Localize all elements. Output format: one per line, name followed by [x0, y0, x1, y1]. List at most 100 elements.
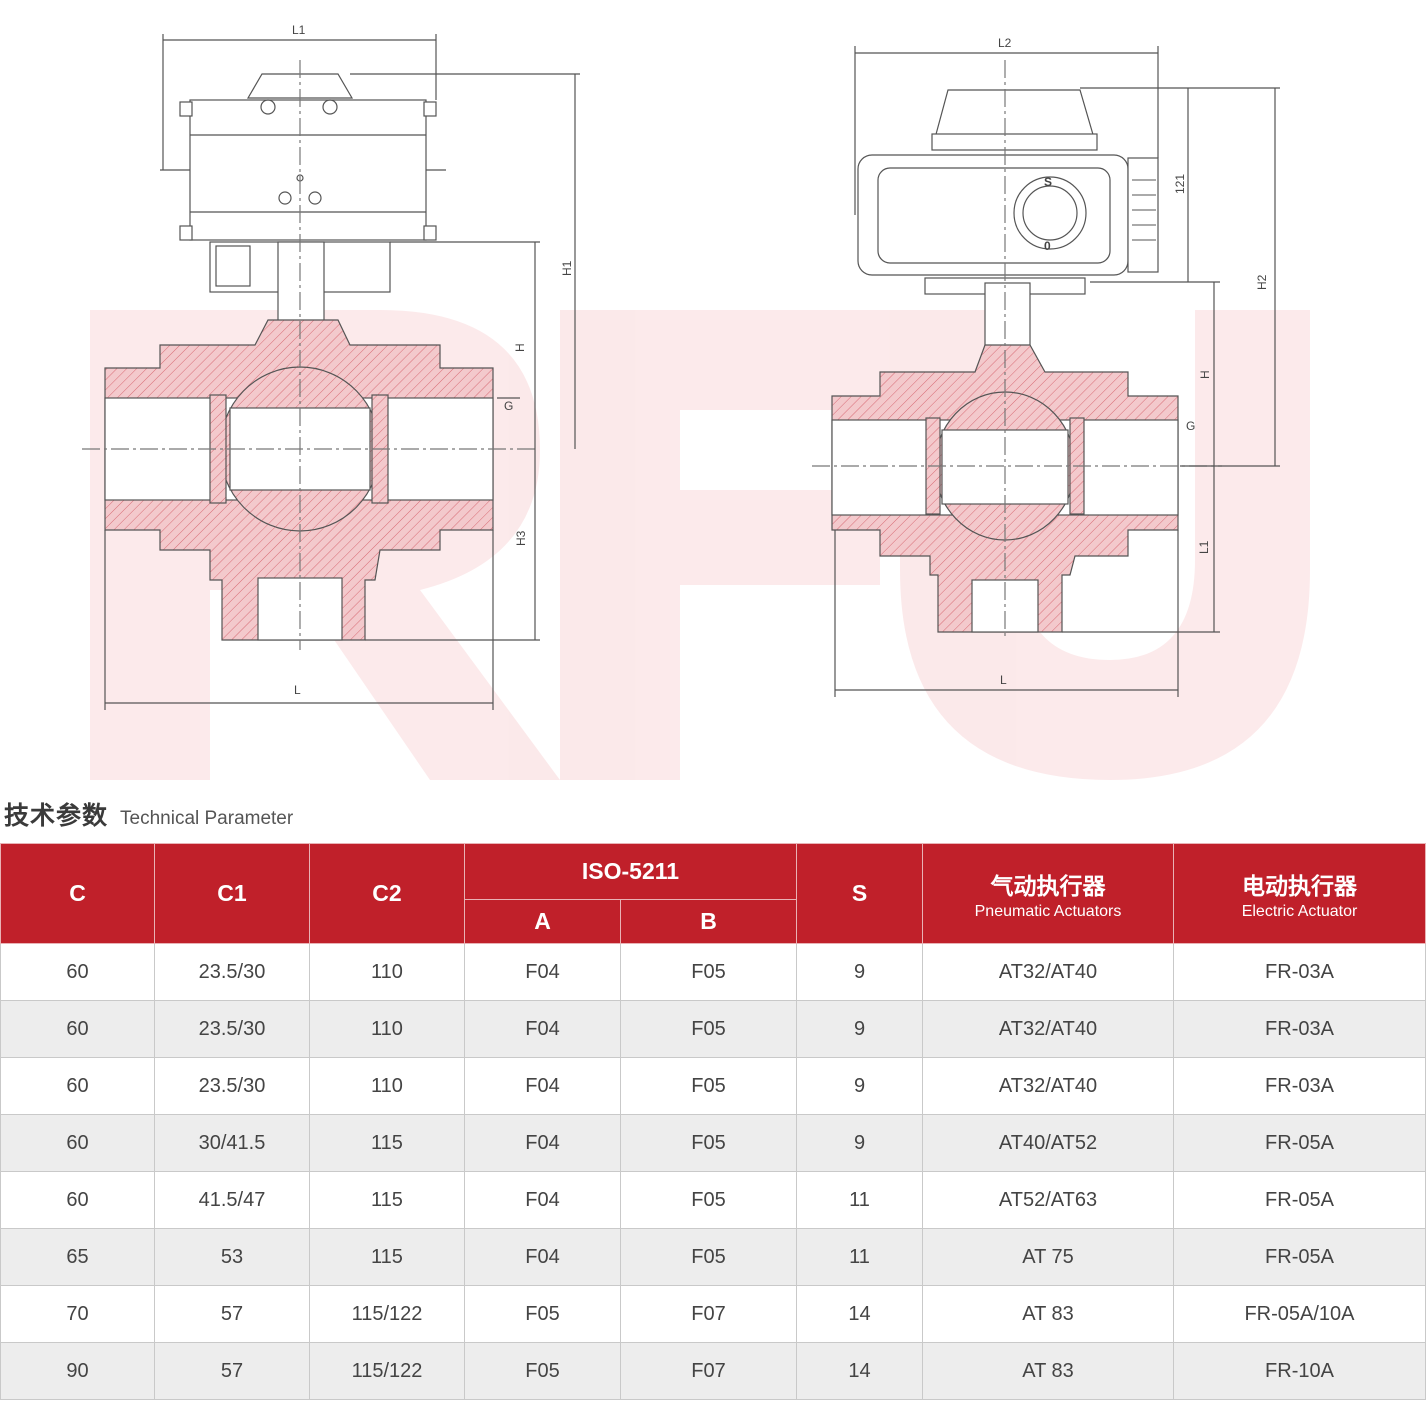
cell-electric: FR-05A [1173, 1228, 1426, 1286]
cell-pneumatic: AT40/AT52 [922, 1114, 1174, 1172]
table-row: 70 57 115/122 F05 F07 14 AT 83 FR-05A/10… [0, 1285, 1426, 1343]
cell-b: F05 [620, 1228, 797, 1286]
cell-c: 60 [0, 943, 155, 1001]
dim-l2-right: L2 [998, 36, 1012, 50]
table-row: 65 53 115 F04 F05 11 AT 75 FR-05A [0, 1228, 1426, 1286]
cell-pneumatic: AT32/AT40 [922, 1057, 1174, 1115]
cell-a: F04 [464, 943, 621, 1001]
table-row: 60 23.5/30 110 F04 F05 9 AT32/AT40 FR-03… [0, 1057, 1426, 1115]
dim-h-right: H [1198, 370, 1212, 379]
cell-electric: FR-05A [1173, 1171, 1426, 1229]
cell-c1: 41.5/47 [154, 1171, 310, 1229]
valve-drawings: L1 H1 H H3 L G [82, 23, 1280, 710]
section-title-en: Technical Parameter [120, 808, 294, 829]
cell-c1: 57 [154, 1285, 310, 1343]
dim-l-left: L [294, 683, 301, 697]
dim-l1-left: L1 [292, 23, 306, 37]
cell-a: F05 [464, 1285, 621, 1343]
col-header-c1: C1 [154, 843, 310, 944]
col-header-electric: 电动执行器 Electric Actuator [1173, 843, 1426, 944]
dim-h-left: H [513, 343, 527, 352]
dim-l-right: L [1000, 673, 1007, 687]
cell-c: 70 [0, 1285, 155, 1343]
section-title: 技术参数 Technical Parameter [4, 796, 293, 836]
dial-s-label: S [1044, 175, 1052, 189]
cell-s: 9 [796, 1057, 923, 1115]
cell-c: 60 [0, 1171, 155, 1229]
cell-s: 9 [796, 1000, 923, 1058]
cell-c2: 115 [309, 1228, 465, 1286]
table-row: 90 57 115/122 F05 F07 14 AT 83 FR-10A [0, 1342, 1426, 1400]
col-header-pneumatic-cn: 气动执行器 [990, 872, 1106, 899]
cell-c2: 115/122 [309, 1285, 465, 1343]
col-header-s: S [796, 843, 923, 944]
cell-electric: FR-03A [1173, 1057, 1426, 1115]
dim-l1-right: L1 [1197, 540, 1211, 554]
dim-121-right: 121 [1173, 174, 1187, 194]
cell-a: F04 [464, 1171, 621, 1229]
cell-c2: 110 [309, 943, 465, 1001]
dim-g-left: G [504, 399, 513, 413]
cell-pneumatic: AT 75 [922, 1228, 1174, 1286]
table-row: 60 30/41.5 115 F04 F05 9 AT40/AT52 FR-05… [0, 1114, 1426, 1172]
col-header-c2: C2 [309, 843, 465, 944]
pneumatic-valve-drawing [82, 34, 580, 710]
table-row: 60 23.5/30 110 F04 F05 9 AT32/AT40 FR-03… [0, 1000, 1426, 1058]
col-header-electric-cn: 电动执行器 [1242, 872, 1357, 899]
cell-b: F05 [620, 1057, 797, 1115]
cell-b: F05 [620, 1000, 797, 1058]
electric-valve-drawing [812, 46, 1280, 697]
cell-b: F07 [620, 1285, 797, 1343]
cell-s: 11 [796, 1228, 923, 1286]
cell-c: 60 [0, 1057, 155, 1115]
technical-parameter-table: C C1 C2 ISO-5211 S 气动执行器 Pneumatic Actua… [0, 843, 1426, 1400]
col-header-pneumatic: 气动执行器 Pneumatic Actuators [922, 843, 1174, 944]
table-row: 60 23.5/30 110 F04 F05 9 AT32/AT40 FR-03… [0, 943, 1426, 1001]
cell-c1: 57 [154, 1342, 310, 1400]
col-header-b: B [620, 899, 797, 944]
cell-a: F04 [464, 1057, 621, 1115]
cell-c1: 53 [154, 1228, 310, 1286]
dial-o-label: 0 [1044, 239, 1051, 253]
cell-pneumatic: AT32/AT40 [922, 1000, 1174, 1058]
dim-h1-left: H1 [560, 260, 574, 276]
cell-c2: 110 [309, 1057, 465, 1115]
dim-h3-left: H3 [514, 530, 528, 546]
cell-electric: FR-03A [1173, 943, 1426, 1001]
cell-c: 90 [0, 1342, 155, 1400]
cell-c1: 30/41.5 [154, 1114, 310, 1172]
cell-b: F05 [620, 1114, 797, 1172]
cell-pneumatic: AT 83 [922, 1285, 1174, 1343]
cell-pneumatic: AT 83 [922, 1342, 1174, 1400]
cell-c2: 110 [309, 1000, 465, 1058]
col-header-electric-en: Electric Actuator [1241, 902, 1358, 920]
col-header-pneumatic-en: Pneumatic Actuators [974, 902, 1122, 920]
cell-a: F04 [464, 1228, 621, 1286]
cell-c: 60 [0, 1114, 155, 1172]
cell-s: 9 [796, 1114, 923, 1172]
cell-b: F05 [620, 943, 797, 1001]
cell-b: F07 [620, 1342, 797, 1400]
cell-c: 65 [0, 1228, 155, 1286]
cell-s: 11 [796, 1171, 923, 1229]
col-header-c: C [0, 843, 155, 944]
cell-electric: FR-03A [1173, 1000, 1426, 1058]
col-header-a: A [464, 899, 621, 944]
cell-c2: 115/122 [309, 1342, 465, 1400]
cell-s: 14 [796, 1285, 923, 1343]
dim-h2-right: H2 [1255, 274, 1269, 290]
col-header-iso5211: ISO-5211 [464, 843, 797, 900]
cell-c2: 115 [309, 1114, 465, 1172]
cell-pneumatic: AT52/AT63 [922, 1171, 1174, 1229]
cell-c1: 23.5/30 [154, 1057, 310, 1115]
cell-s: 14 [796, 1342, 923, 1400]
cell-c1: 23.5/30 [154, 943, 310, 1001]
section-title-cn: 技术参数 [4, 802, 109, 830]
cell-b: F05 [620, 1171, 797, 1229]
cell-c: 60 [0, 1000, 155, 1058]
cell-pneumatic: AT32/AT40 [922, 943, 1174, 1001]
cell-a: F04 [464, 1000, 621, 1058]
cell-a: F05 [464, 1342, 621, 1400]
table-row: 60 41.5/47 115 F04 F05 11 AT52/AT63 FR-0… [0, 1171, 1426, 1229]
cell-c2: 115 [309, 1171, 465, 1229]
